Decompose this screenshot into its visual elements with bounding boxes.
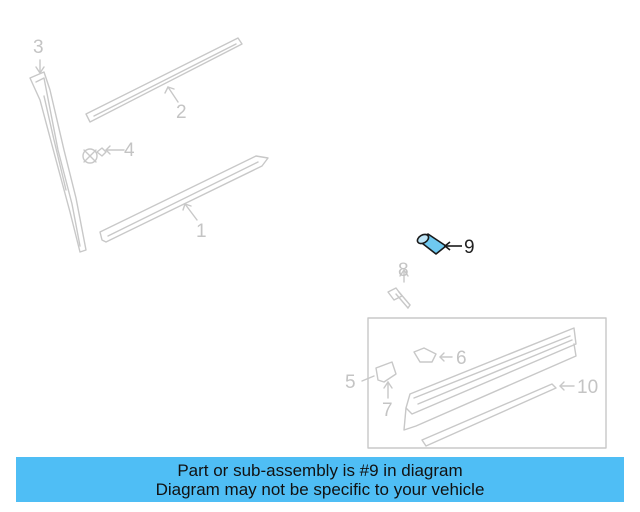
door-assembly-box [367,317,607,449]
parts-diagram: 1 2 3 4 5 6 7 8 9 10 [29,37,607,449]
part-1-belt-moulding[interactable] [99,155,269,243]
part-5-door-moulding[interactable] [403,327,577,431]
part-10-lower-strip[interactable] [421,381,575,447]
callout-10: 10 [577,377,598,398]
banner-line-part: Part or sub-assembly is #9 in diagram [177,460,463,480]
callout-4: 4 [124,140,135,161]
callout-6: 6 [456,348,467,369]
callout-5: 5 [345,372,356,393]
callout-7: 7 [382,400,393,421]
callout-3: 3 [33,37,44,58]
callout-2: 2 [176,102,187,123]
part-9-fastener-highlighted[interactable] [416,233,462,255]
callout-1: 1 [196,221,207,242]
callout-9: 9 [464,237,475,258]
part-2-upper-moulding[interactable] [85,37,243,123]
part-4-clip[interactable] [82,145,125,164]
part-3-window-channel[interactable] [29,59,87,253]
part-8-screw[interactable] [387,269,411,309]
banner-line-disclaimer: Diagram may not be specific to your vehi… [155,479,485,499]
part-6-clip[interactable] [413,347,453,363]
info-banner: Part or sub-assembly is #9 in diagram Di… [16,457,624,502]
part-7-bracket[interactable] [361,361,397,399]
callout-8: 8 [398,260,409,281]
